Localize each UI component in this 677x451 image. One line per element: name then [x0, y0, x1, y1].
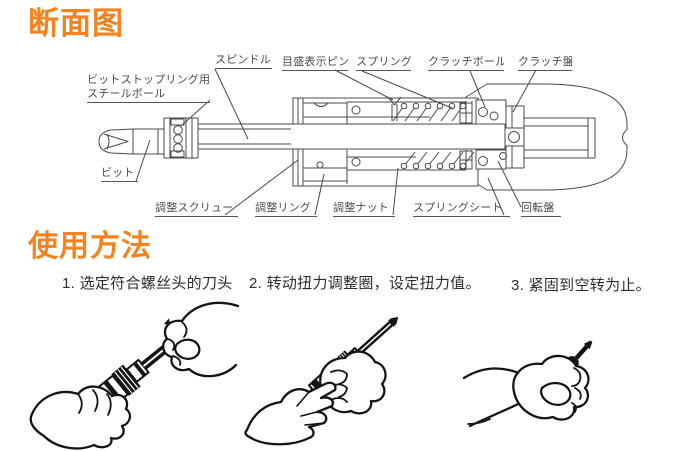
usage-heading: 使用方法 — [28, 230, 152, 263]
illustration-set-torque — [244, 317, 399, 446]
label-bit-stop-ring-line2: スチールボール — [87, 88, 210, 104]
leader-lines — [135, 68, 537, 216]
arm-lines — [462, 367, 520, 428]
label-clutch-ball: クラッチボール — [428, 56, 504, 72]
label-rotary-plate: 回転盤 — [521, 202, 561, 218]
label-adjust-nut: 調整ナット — [333, 202, 395, 218]
usage-step-1: 1. 选定符合螺丝头的刀头 — [62, 275, 233, 292]
hand-gripping-handle — [319, 350, 387, 415]
bearing-balls — [351, 105, 361, 167]
label-spindle: スピンドル — [215, 54, 272, 70]
hand-turning-ring — [244, 381, 337, 446]
label-scale-pin: 目盛表示ピン — [282, 56, 348, 72]
clutch-plate-part — [475, 99, 507, 170]
adjust-screw-part — [303, 102, 348, 184]
usage-step-2: 2. 转动扭力调整圈，设定扭力值。 — [249, 275, 481, 292]
hand-inserting-bit — [161, 301, 240, 378]
illustration-tighten — [462, 340, 593, 428]
fist — [512, 354, 590, 421]
cross-section-heading: 断面图 — [28, 6, 124, 41]
illustration-insert-bit — [29, 301, 240, 450]
clutch-balls — [478, 107, 488, 166]
label-adjust-ring: 調整リング — [255, 202, 317, 218]
label-adjust-screw: 調整スクリュー — [155, 202, 238, 218]
label-clutch-plate: クラッチ盤 — [518, 56, 572, 72]
label-bit-stop-ring-line1: ビットストップリング用 — [87, 74, 211, 86]
scale-pin-part — [387, 96, 402, 121]
bit-stop-collar — [163, 117, 199, 159]
spindle-shaft — [197, 123, 525, 150]
hand-holding-body — [29, 385, 132, 450]
usage-step-3: 3. 紧固到空转为止。 — [511, 277, 651, 294]
label-spring: スプリング — [356, 56, 411, 72]
inner-tube-lines — [347, 101, 466, 171]
handle-inner-rails — [524, 117, 596, 159]
cross-section-diagram — [98, 68, 628, 216]
label-spring-seat: スプリングシート — [413, 202, 510, 218]
spring-seat-part — [459, 101, 473, 170]
label-bit: ビット — [101, 167, 138, 183]
bit-part — [98, 128, 165, 155]
